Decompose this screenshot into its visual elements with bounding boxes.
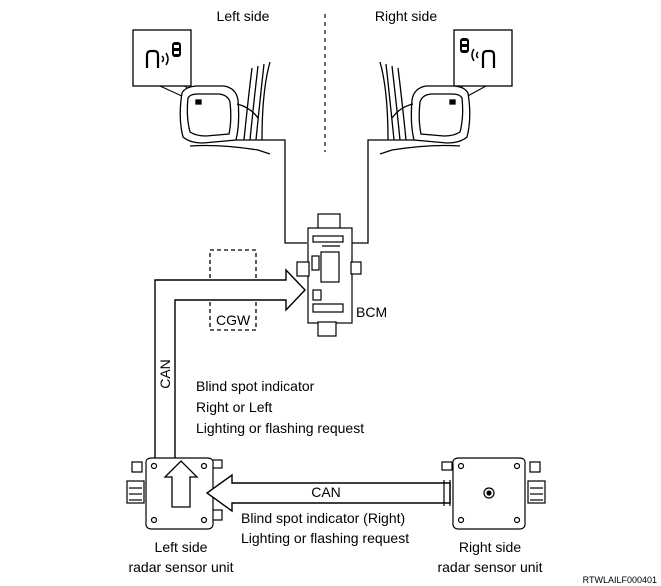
right-mirror-wire — [347, 139, 414, 244]
left-signal-line-3: Lighting or flashing request — [196, 420, 364, 436]
figure-code: RTWLAILF000401 — [583, 575, 657, 585]
bcm-module — [296, 213, 362, 337]
left-signal-line-1: Blind spot indicator — [196, 378, 315, 394]
left-door-mirror — [179, 61, 271, 155]
right-indicator-callout — [450, 29, 513, 104]
right-unit-label-line-1: Right side — [459, 539, 521, 555]
left-unit-label-line-2: radar sensor unit — [128, 559, 233, 575]
cgw-label: CGW — [216, 312, 251, 328]
right-unit-label-line-2: radar sensor unit — [437, 559, 542, 575]
left-signal-line-2: Right or Left — [196, 399, 272, 415]
blind-spot-indicator-icon — [460, 38, 496, 68]
left-side-heading: Left side — [217, 8, 270, 24]
can-arrow-right-to-left — [205, 473, 451, 513]
right-radar-sensor-unit — [441, 457, 546, 530]
left-mirror-wire — [236, 139, 307, 244]
can-arrow-to-bcm — [154, 268, 306, 458]
right-door-mirror — [379, 61, 471, 155]
right-side-heading: Right side — [375, 8, 437, 24]
can-vertical-label: CAN — [157, 359, 173, 389]
bcm-label: BCM — [356, 304, 387, 320]
right-signal-line-1: Blind spot indicator (Right) — [241, 510, 405, 526]
can-horizontal-label: CAN — [311, 484, 341, 500]
unit-up-arrow — [163, 460, 199, 508]
blind-spot-indicator-icon — [145, 42, 181, 68]
left-unit-label-line-1: Left side — [155, 539, 208, 555]
right-signal-line-2: Lighting or flashing request — [241, 530, 409, 546]
